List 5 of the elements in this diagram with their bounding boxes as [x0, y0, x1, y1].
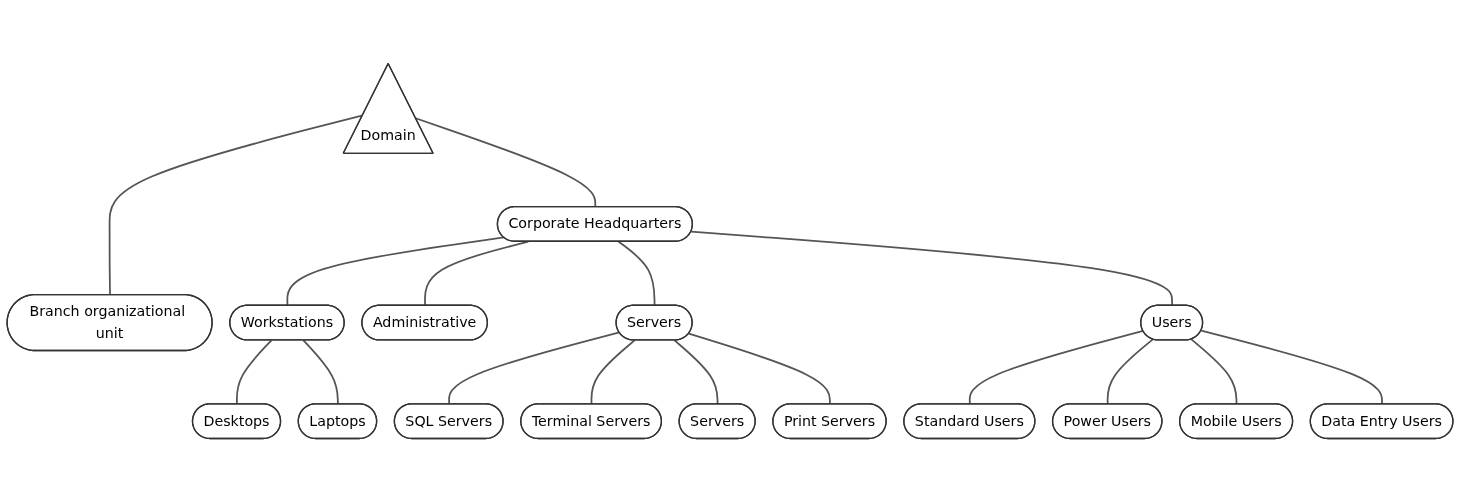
connector	[108, 114, 364, 296]
connector	[424, 240, 530, 307]
connector	[617, 240, 656, 307]
connector	[286, 236, 505, 307]
connector	[690, 230, 1173, 307]
